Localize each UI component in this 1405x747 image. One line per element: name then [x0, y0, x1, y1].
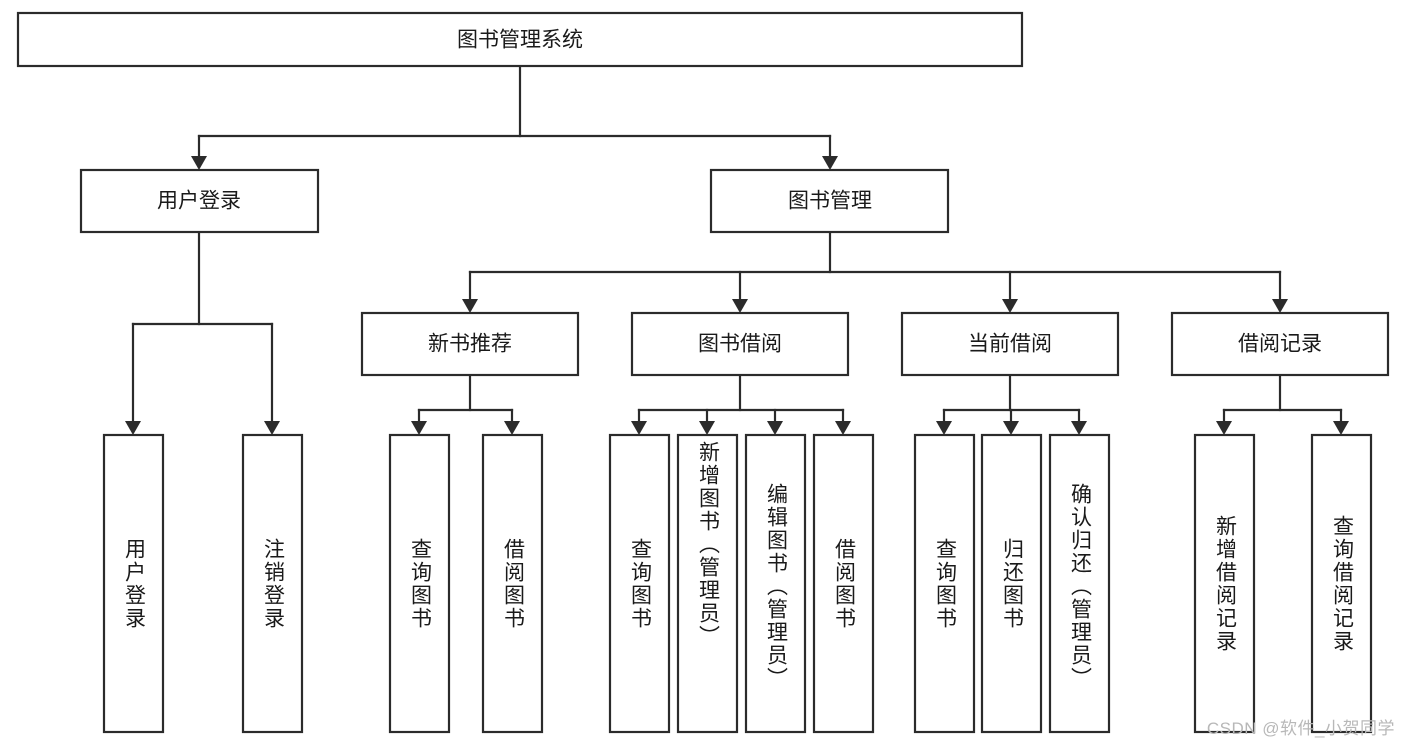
leaf-box-borrow-book-newrec[interactable] [481, 433, 544, 734]
arrow-leaf-10 [1003, 421, 1019, 435]
leaf-box-return-book[interactable] [980, 433, 1043, 734]
leaf-box-confirm-return-admin[interactable] [1048, 433, 1111, 734]
arrow-leaf-6 [699, 421, 715, 435]
node-book-management-box[interactable] [709, 168, 950, 234]
node-borrow-records-label: 借阅记录 [1238, 333, 1322, 356]
leaf-box-query-borrow-record[interactable] [1310, 433, 1373, 734]
leaf-box-user-login[interactable] [102, 433, 165, 734]
leaf-box-logout[interactable] [241, 433, 304, 734]
node-book-management[interactable]: 图书管理 [709, 168, 950, 234]
arrow-leaf-2 [264, 421, 280, 435]
leaf-box-add-book-admin[interactable] [676, 433, 739, 734]
node-new-book-recommend-label: 新书推荐 [428, 333, 512, 356]
arrow-to-records [1272, 299, 1288, 313]
arrow-to-book-mgmt [822, 156, 838, 170]
arrow-leaf-11 [1071, 421, 1087, 435]
node-current-borrow[interactable]: 当前借阅 [900, 311, 1120, 377]
arrow-leaf-4 [504, 421, 520, 435]
node-user-login-label: 用户登录 [157, 190, 241, 213]
arrow-leaf-8 [835, 421, 851, 435]
node-book-borrow-box[interactable] [630, 311, 850, 377]
node-new-book-recommend-box[interactable] [360, 311, 580, 377]
node-book-borrow-label: 图书借阅 [698, 333, 782, 356]
node-new-book-recommend[interactable]: 新书推荐 [360, 311, 580, 377]
arrow-leaf-5 [631, 421, 647, 435]
arrow-leaf-7 [767, 421, 783, 435]
node-book-borrow[interactable]: 图书借阅 [630, 311, 850, 377]
arrow-leaf-9 [936, 421, 952, 435]
csdn-watermark: CSDN @软件_小贺同学 [1206, 719, 1395, 738]
node-user-login[interactable]: 用户登录 [79, 168, 320, 234]
node-root-label: 图书管理系统 [457, 29, 583, 52]
leaf-box-query-book-current[interactable] [913, 433, 976, 734]
arrow-leaf-13 [1333, 421, 1349, 435]
node-user-login-box[interactable] [79, 168, 320, 234]
node-borrow-records-box[interactable] [1170, 311, 1390, 377]
leaf-box-query-book-borrow[interactable] [608, 433, 671, 734]
arrow-to-current [1002, 299, 1018, 313]
leaf-box-add-borrow-record[interactable] [1193, 433, 1256, 734]
leaf-box-layer [102, 433, 1373, 734]
leaf-box-query-book-newrec[interactable] [388, 433, 451, 734]
leaf-box-borrow-book[interactable] [812, 433, 875, 734]
arrow-to-borrow [732, 299, 748, 313]
arrow-leaf-1 [125, 421, 141, 435]
node-book-management-label: 图书管理 [788, 190, 872, 213]
arrow-to-user-login [191, 156, 207, 170]
node-current-borrow-label: 当前借阅 [968, 333, 1052, 356]
arrow-to-new-rec [462, 299, 478, 313]
node-root[interactable]: 图书管理系统 [16, 11, 1024, 68]
node-current-borrow-box[interactable] [900, 311, 1120, 377]
arrow-leaf-12 [1216, 421, 1232, 435]
node-root-box[interactable] [16, 11, 1024, 68]
connector-layer [125, 64, 1349, 435]
arrow-leaf-3 [411, 421, 427, 435]
leaf-box-edit-book-admin[interactable] [744, 433, 807, 734]
node-borrow-records[interactable]: 借阅记录 [1170, 311, 1390, 377]
